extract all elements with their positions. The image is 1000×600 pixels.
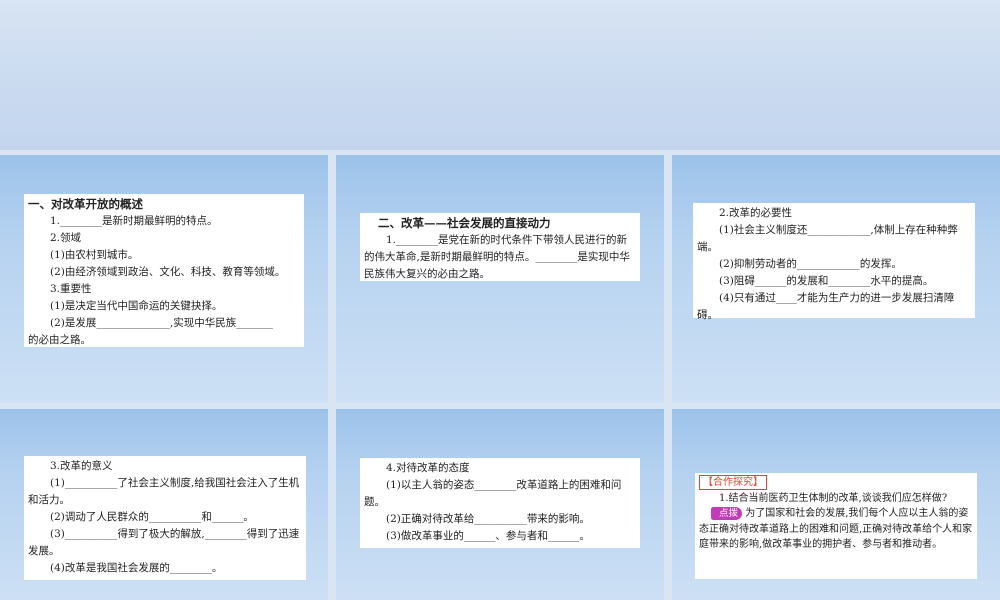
slide-5[interactable]: 4.对待改革的态度 (1)以主人翁的姿态________改革道路上的困难和问题。… — [336, 409, 664, 600]
text-paragraph: (3)__________得到了极大的解放,________得到了迅速发展。 — [28, 528, 300, 557]
text-paragraph: (1)以主人翁的姿态________改革道路上的困难和问题。 — [364, 479, 622, 508]
text-line: (4)改革是我国社会发展的________。 — [50, 562, 223, 574]
slide-2[interactable]: 二、改革——社会发展的直接动力 1.________是党在新的时代条件下带领人民… — [336, 155, 664, 403]
text-line: 3.重要性 — [50, 283, 92, 295]
text-line: (3)阻碍______的发展和________水平的提高。 — [719, 275, 934, 287]
content-card: 4.对待改革的态度 (1)以主人翁的姿态________改革道路上的困难和问题。… — [360, 458, 640, 548]
section-heading: 3.改革的意义 — [50, 460, 113, 472]
section-heading: 一、对改革开放的概述 — [28, 197, 143, 211]
text-paragraph: (4)只有通过____才能为生产力的进一步发展扫清障碍。 — [697, 292, 955, 321]
content-card: 2.改革的必要性 (1)社会主义制度还____________,体制上存在种种弊… — [693, 203, 975, 321]
section-heading: 4.对待改革的态度 — [386, 462, 470, 474]
text-line: (1)由农村到城市。 — [50, 249, 139, 261]
slide-4[interactable]: 3.改革的意义 (1)__________了社会主义制度,给我国社会注入了生机和… — [0, 409, 328, 600]
section-heading: 2.改革的必要性 — [719, 207, 793, 219]
answer-paragraph: 点拨 为了国家和社会的发展,我们每个人应以主人翁的姿态正确对待改革道路上的困难和… — [699, 506, 973, 553]
slide-1[interactable]: 一、对改革开放的概述 1.________是新时期最鲜明的特点。 2.领域 (1… — [0, 155, 328, 403]
text-line: 2.领域 — [50, 232, 82, 244]
text-line: 1.________是新时期最鲜明的特点。 — [50, 215, 218, 227]
text-line: (2)调动了人民群众的__________和______。 — [50, 511, 254, 523]
answer-text: 为了国家和社会的发展,我们每个人应以主人翁的姿态正确对待改革道路上的困难和问题,… — [699, 508, 973, 550]
content-card: 【合作探究】 1.结合当前医药卫生体制的改革,谈谈我们应怎样做? 点拨 为了国家… — [695, 473, 977, 579]
text-paragraph: (1)__________了社会主义制度,给我国社会注入了生机和活力。 — [28, 477, 300, 506]
text-line: (2)正确对待改革给__________带来的影响。 — [386, 513, 590, 525]
text-paragraph: (1)社会主义制度还____________,体制上存在种种弊端。 — [697, 224, 958, 253]
text-line: (2)抑制劳动者的____________的发挥。 — [719, 258, 902, 270]
content-card: 二、改革——社会发展的直接动力 1.________是党在新的时代条件下带领人民… — [360, 213, 640, 281]
text-line: 的必由之路。 — [28, 334, 91, 346]
cooperative-inquiry-tag: 【合作探究】 — [699, 475, 767, 490]
slide-3[interactable]: 2.改革的必要性 (1)社会主义制度还____________,体制上存在种种弊… — [672, 155, 1000, 403]
hint-badge: 点拨 — [711, 507, 743, 520]
section-heading: 二、改革——社会发展的直接动力 — [378, 216, 551, 230]
slide-6[interactable]: 【合作探究】 1.结合当前医药卫生体制的改革,谈谈我们应怎样做? 点拨 为了国家… — [672, 409, 1000, 600]
text-line: (3)做改革事业的______、参与者和______。 — [386, 530, 590, 542]
content-card: 3.改革的意义 (1)__________了社会主义制度,给我国社会注入了生机和… — [24, 456, 306, 580]
content-card: 一、对改革开放的概述 1.________是新时期最鲜明的特点。 2.领域 (1… — [24, 194, 304, 347]
text-paragraph: 1.________是党在新的时代条件下带领人民进行的新的伟大革命,是新时期最鲜… — [364, 234, 630, 280]
text-line: (1)是决定当代中国命运的关键抉择。 — [50, 300, 223, 312]
top-banner — [0, 0, 1000, 150]
text-line: (2)由经济领域到政治、文化、科技、教育等领域。 — [50, 266, 286, 278]
question-text: 1.结合当前医药卫生体制的改革,谈谈我们应怎样做? — [719, 492, 948, 504]
text-line: (2)是发展______________,实现中华民族_______ — [50, 317, 273, 329]
